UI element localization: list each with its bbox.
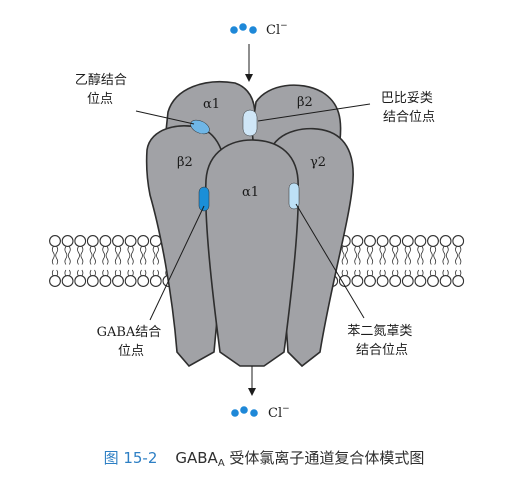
lipid-molecule: [112, 235, 124, 287]
barbiturate-binding-site: [242, 109, 258, 137]
caption-title-prefix: GABA: [175, 449, 218, 467]
lipid-molecule: [49, 235, 61, 287]
leader-benzodiazepine: [295, 203, 365, 319]
callout-benzodiazepine-site: 苯二氮䓬类 结合位点: [347, 324, 416, 358]
chloride-ions-bottom: Cl−: [231, 404, 290, 421]
lipid-molecule: [86, 235, 99, 287]
lipid-molecule: [74, 235, 87, 287]
lipid-molecule: [389, 235, 402, 287]
lipid-molecule: [149, 235, 162, 287]
label-gamma2-right: γ2: [310, 155, 326, 170]
figure-caption: 图 15-2 GABAA 受体氯离子通道复合体模式图: [0, 447, 528, 469]
callout-barbiturate-site: 巴比妥类 结合位点: [381, 91, 437, 125]
figure-number: 图 15-2: [103, 449, 158, 467]
lipid-molecule: [124, 235, 137, 287]
chloride-ions-top: Cl−: [230, 21, 288, 38]
lipid-molecule: [99, 235, 112, 287]
lipid-molecule: [439, 235, 452, 287]
benzodiazepine-binding-site: [288, 182, 300, 210]
lipid-molecule: [137, 235, 150, 287]
caption-title-subscript: A: [217, 458, 225, 469]
label-alpha1-back: α1: [203, 97, 220, 112]
leader-gaba: [149, 205, 205, 321]
leader-ethanol: [135, 110, 195, 125]
callout-ethanol-site: 乙醇结合 位点: [75, 72, 131, 107]
caption-title-suffix: 受体氯离子通道复合体模式图: [224, 449, 425, 467]
label-alpha1-front: α1: [242, 185, 259, 200]
gaba-binding-site: [198, 186, 210, 212]
lipid-molecule: [364, 235, 376, 287]
lipid-molecule: [452, 235, 465, 287]
label-beta2-left: β2: [177, 155, 193, 170]
lipid-molecule: [376, 235, 389, 287]
lipid-molecule: [427, 235, 439, 287]
leader-barbiturate: [257, 103, 371, 122]
chloride-label-top: Cl−: [266, 21, 288, 38]
lipid-molecule: [414, 235, 427, 287]
lipid-molecule: [401, 235, 414, 287]
subunit-alpha1-front: [204, 139, 300, 367]
lipid-molecule: [351, 235, 364, 287]
label-beta2-back: β2: [297, 95, 313, 110]
lipid-molecule: [61, 235, 74, 287]
ethanol-binding-site: [190, 119, 210, 135]
callout-gaba-site: GABA结合 位点: [97, 325, 166, 359]
chloride-label-bottom: Cl−: [268, 404, 290, 421]
